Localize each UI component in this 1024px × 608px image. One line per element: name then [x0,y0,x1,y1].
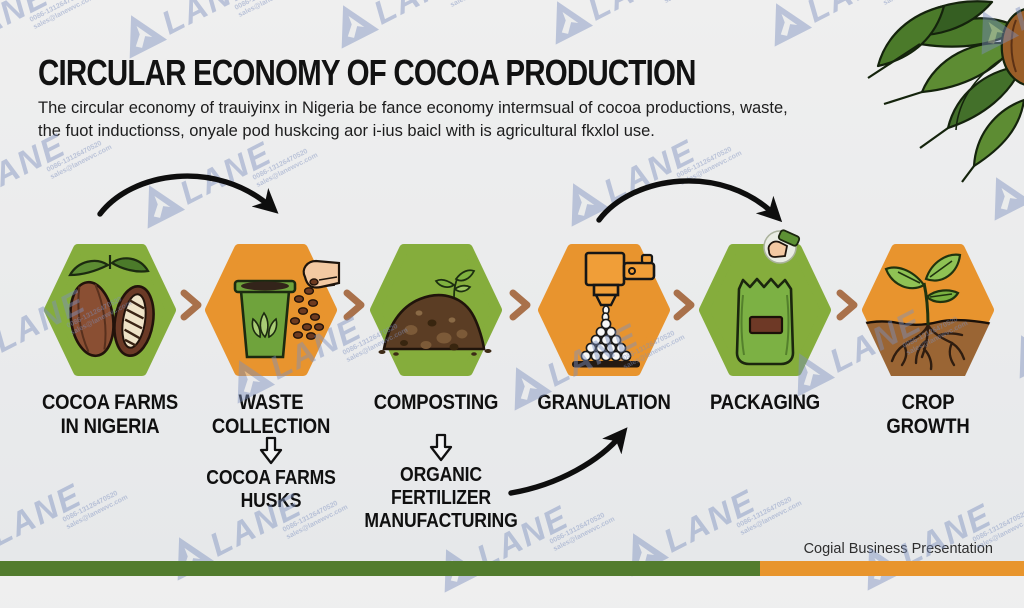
step-crop-growth [853,235,1003,385]
watermark: LANE 0086-13126470520 sales@lanewvc.com [552,148,738,188]
watermark-contact: 0086-13126470520 sales@lanewvc.com [549,508,617,554]
watermark: LANE 0086-13126470520 sales@lanewvc.com [962,0,1024,16]
watermark: LANE 0086-13126470520 sales@lanewvc.com [1000,300,1024,340]
label-cocoa-farms-husks: COCOA FARMS HUSKS [187,467,354,513]
watermark-brand: LANE [176,138,277,209]
watermark: LANE 0086-13126470520 sales@lanewvc.com [975,142,1024,182]
watermark: LANE 0086-13126470520 sales@lanewvc.com [755,0,941,8]
watermark-contact: 0086-13126470520 sales@lanewvc.com [879,0,947,9]
label-granulation: GRANULATION [525,391,683,415]
watermark-contact: 0086-13126470520 sales@lanewvc.com [234,0,302,21]
label-waste-collection: WASTE COLLECTION [192,391,350,440]
watermark-contact: 0086-13126470520 sales@lanewvc.com [62,486,130,532]
page-subtitle: The circular economy of trauiyinx in Nig… [38,96,911,143]
chevron-right-icon [834,288,860,322]
watermark-brand: LANE [0,480,86,551]
watermark-contact: 0086-13126470520 sales@lanewvc.com [252,144,320,190]
chevron-right-icon [178,288,204,322]
watermark: LANE 0086-13126470520 sales@lanewvc.com [0,492,124,532]
lane-logo-icon [553,172,610,228]
watermark-contact: 0086-13126470520 sales@lanewvc.com [446,0,514,11]
watermark: LANE 0086-13126470520 sales@lanewvc.com [536,0,722,6]
label-composting: COMPOSTING [357,391,515,415]
step-composting [361,235,511,385]
down-arrow-icon [428,433,454,463]
watermark-contact: 0086-13126470520 sales@lanewvc.com [660,0,728,7]
label-cocoa-farms: COCOA FARMS IN NIGERIA [31,391,189,440]
watermark-brand: LANE [1010,0,1024,35]
chevron-right-icon [507,288,533,322]
watermark-contact: 0086-13126470520 sales@lanewvc.com [676,142,744,188]
watermark-brand: LANE [0,0,53,51]
page-title: CIRCULAR ECONOMY OF COCOA PRODUCTION [38,52,696,94]
watermark-brand: LANE [803,0,904,27]
watermark-contact: 0086-13126470520 sales@lanewvc.com [29,0,97,33]
watermark: LANE 0086-13126470520 sales@lanewvc.com [110,0,296,20]
watermark-brand: LANE [158,0,259,39]
watermark: LANE 0086-13126470520 sales@lanewvc.com [612,498,798,538]
down-arrow-icon [258,436,284,466]
step-packaging [690,235,840,385]
bottom-bar-orange [760,561,1024,576]
lane-logo-icon [756,0,813,48]
label-organic-fertilizer-manufacturing: ORGANIC FERTILIZER MANUFACTURING [357,464,524,532]
lane-logo-icon [537,0,594,46]
lane-logo-icon [323,0,380,50]
step-waste-collection [196,235,346,385]
chevron-right-icon [671,288,697,322]
arrow-fertilizer-to-granulation [511,434,622,493]
step-granulation [529,235,679,385]
watermark: LANE 0086-13126470520 sales@lanewvc.com [322,0,508,10]
lane-logo-icon [976,166,1024,222]
watermark-brand: LANE [660,486,761,557]
watermark: LANE 0086-13126470520 sales@lanewvc.com [128,150,314,190]
watermark: LANE 0086-13126470520 sales@lanewvc.com [0,142,108,182]
arrow-granulation-to-packaging [599,181,776,220]
label-crop-growth: CROP GROWTH [849,391,1007,440]
label-packaging: PACKAGING [686,391,844,415]
bottom-bar-green [0,561,760,576]
credit-text: Cogial Business Presentation [804,541,993,557]
chevron-right-icon [341,288,367,322]
lane-logo-icon [1001,324,1024,380]
watermark-contact: 0086-13126470520 sales@lanewvc.com [46,136,114,182]
watermark-brand: LANE [584,0,685,25]
watermark-contact: 0086-13126470520 sales@lanewvc.com [736,492,804,538]
watermark: LANE 0086-13126470520 sales@lanewvc.com [0,0,91,32]
lane-logo-icon [129,174,186,230]
lane-logo-icon [963,0,1020,56]
step-cocoa-farms [35,235,185,385]
leaves-decoration [824,0,1024,190]
watermark-brand: LANE [600,136,701,207]
watermark-brand: LANE [370,0,471,29]
arrow-farms-to-waste [100,176,272,214]
